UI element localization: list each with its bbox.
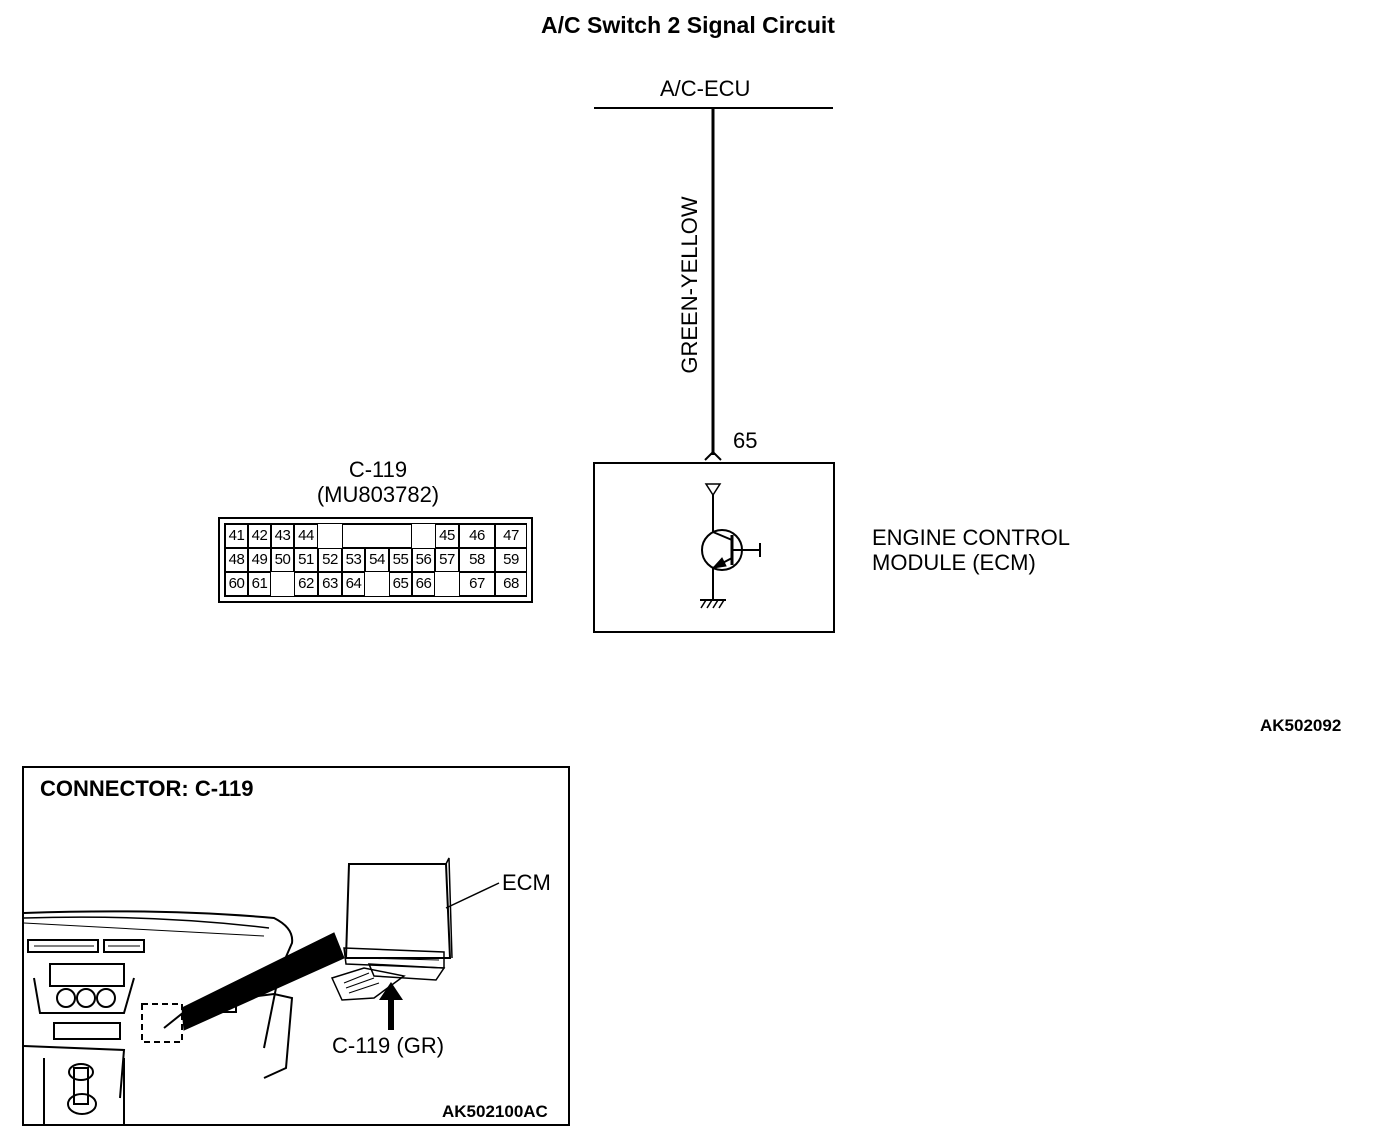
connector-pinout: 41 42 43 44 45 46 47 48 49 50 51 52 53 5… — [218, 517, 533, 603]
wire-color-label: GREEN-YELLOW — [677, 196, 702, 374]
pin-number-label: 65 — [733, 428, 758, 453]
pin-57: 57 — [435, 548, 459, 572]
pin-65: 65 — [389, 572, 412, 596]
pin-59: 59 — [495, 548, 527, 572]
dashboard-illustration — [24, 857, 500, 1124]
pin-68: 68 — [495, 572, 527, 596]
figure-code-top: AK502092 — [1260, 716, 1342, 735]
pin-55: 55 — [389, 548, 412, 572]
wiring-schematic — [594, 107, 833, 609]
pin-54: 54 — [365, 548, 389, 572]
panel-ecm-label: ECM — [502, 870, 551, 895]
ecm-box — [593, 462, 835, 633]
pin-46: 46 — [459, 524, 495, 548]
pin-64: 64 — [342, 572, 365, 596]
pin-44: 44 — [294, 524, 318, 548]
pin-60: 60 — [225, 572, 248, 596]
panel-title: CONNECTOR: C-119 — [40, 776, 254, 801]
pin-41: 41 — [225, 524, 248, 548]
pin-63: 63 — [318, 572, 342, 596]
pin-42: 42 — [248, 524, 271, 548]
pin-45: 45 — [435, 524, 459, 548]
acecu-label: A/C-ECU — [660, 76, 751, 101]
ecm-label: ENGINE CONTROL MODULE (ECM) — [872, 525, 1070, 575]
diagram-title: A/C Switch 2 Signal Circuit — [541, 12, 835, 38]
pin-51: 51 — [294, 548, 318, 572]
pin-47: 47 — [495, 524, 527, 548]
pin-66: 66 — [412, 572, 435, 596]
pin-67: 67 — [459, 572, 495, 596]
pin-48: 48 — [225, 548, 248, 572]
connector-part-number: (MU803782) — [316, 482, 440, 507]
panel-connector-label: C-119 (GR) — [332, 1033, 445, 1058]
pinout-key-block — [342, 524, 412, 548]
pin-53: 53 — [342, 548, 365, 572]
terminal-chevron-icon — [704, 450, 722, 461]
transistor-icon — [700, 483, 761, 609]
up-arrow-icon — [379, 982, 403, 1000]
pin-61: 61 — [248, 572, 271, 596]
pin-62: 62 — [294, 572, 318, 596]
pin-50: 50 — [271, 548, 294, 572]
pin-43: 43 — [271, 524, 294, 548]
ecm-label-line2: MODULE (ECM) — [872, 550, 1036, 575]
pin-58: 58 — [459, 548, 495, 572]
ecm-label-line1: ENGINE CONTROL — [872, 525, 1071, 550]
connector-location-panel: CONNECTOR: C-119 — [22, 766, 570, 1126]
panel-figure-code: AK502100AC — [442, 1102, 548, 1121]
pin-52: 52 — [318, 548, 342, 572]
connector-id-label: C-119 — [348, 457, 408, 482]
pin-49: 49 — [248, 548, 271, 572]
pin-56: 56 — [412, 548, 435, 572]
